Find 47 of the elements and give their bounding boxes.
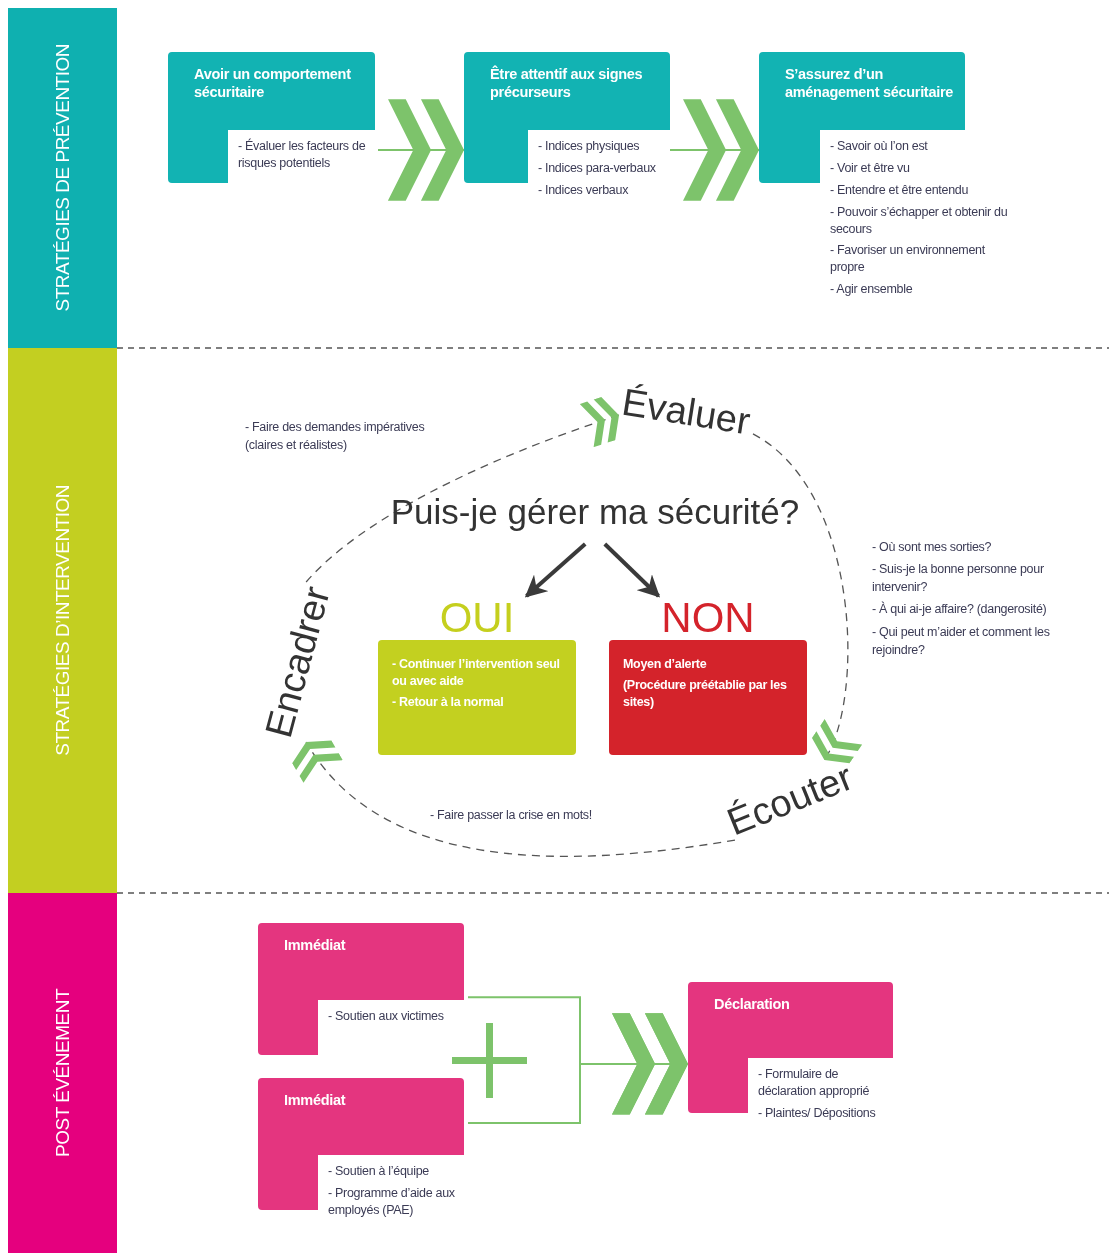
bullet-item: - Agir ensemble xyxy=(830,281,914,298)
section-band xyxy=(8,893,117,1253)
section-band xyxy=(8,348,117,893)
section-band xyxy=(8,8,117,348)
answer-text: - Continuer l’intervention seul ou avec aide xyxy=(392,656,561,690)
note-text: - Faire passer la crise en mots! xyxy=(430,807,593,824)
bullet-item: - Évaluer les facteurs de risques potentiels xyxy=(238,138,367,172)
dashed-arc xyxy=(752,433,861,761)
bullet-item: - Favoriser un environnement propre xyxy=(830,242,986,277)
bullet-item: - Pouvoir s’échapper et obtenir du secours xyxy=(830,203,1009,238)
answer-text: Moyen d’alerte xyxy=(623,656,708,673)
card-heading: Immédiat xyxy=(284,1091,347,1110)
bullet-item: - Soutien aux victimes xyxy=(328,1008,445,1025)
bullet-item: - Savoir où l’on est xyxy=(830,138,929,155)
bullet-item: - Voir et être vu xyxy=(830,159,911,177)
answer-text: (Procédure préétablie par les sites) xyxy=(623,676,788,711)
arrow xyxy=(603,542,661,598)
bullet-item: - Indices physiques xyxy=(538,138,641,155)
arrow xyxy=(524,542,587,598)
card-heading: Être attentif aux signes précurseurs xyxy=(490,65,644,102)
band-title: STRATÉGIES DE PRÉVENTION xyxy=(51,44,74,312)
stage-note: - À qui ai-je affaire? (dangerosité) xyxy=(872,600,1048,619)
bullet-item: - Formulaire de déclaration approprié xyxy=(758,1066,871,1100)
question-text: Puis-je gérer ma sécurité? xyxy=(350,492,840,544)
band-title: STRATÉGIES D’INTERVENTION xyxy=(51,485,74,756)
dashed-arc xyxy=(294,738,736,858)
note-text: - Faire des demandes impératives (claires et réalistes) xyxy=(245,419,426,455)
card-heading: Avoir un comportement sécuritaire xyxy=(194,65,352,102)
dashed-arc xyxy=(305,397,620,583)
stage-note: - Qui peut m’aider et comment les rejoindre? xyxy=(872,623,1051,659)
bullet-item: - Entendre et être entendu xyxy=(830,181,970,199)
bullet-item: - Indices para-verbaux xyxy=(538,159,657,177)
card-heading: Déclaration xyxy=(714,995,791,1014)
band-title: POST ÉVÉNEMENT xyxy=(51,989,74,1157)
bullet-item: - Plaintes/ Dépositions xyxy=(758,1104,877,1122)
bullet-item: - Soutien à l’équipe xyxy=(328,1163,431,1180)
bullet-item: - Indices verbaux xyxy=(538,181,630,199)
stage-label: Encadrer xyxy=(257,581,339,743)
answer-heading: NON xyxy=(660,596,756,640)
stage-label: Évaluer xyxy=(619,380,753,444)
stage-note: - Où sont mes sorties? xyxy=(872,539,993,556)
card-heading: S’assurez d’un aménagement sécuritaire xyxy=(785,65,954,102)
stage-note: - Suis-je la bonne personne pour intervenir? xyxy=(872,561,1045,597)
answer-text: - Retour à la normal xyxy=(392,693,505,711)
card-heading: Immédiat xyxy=(284,936,347,955)
answer-heading: OUI xyxy=(438,596,516,640)
bullet-item: - Programme d’aide aux employés (PAE) xyxy=(328,1184,456,1219)
